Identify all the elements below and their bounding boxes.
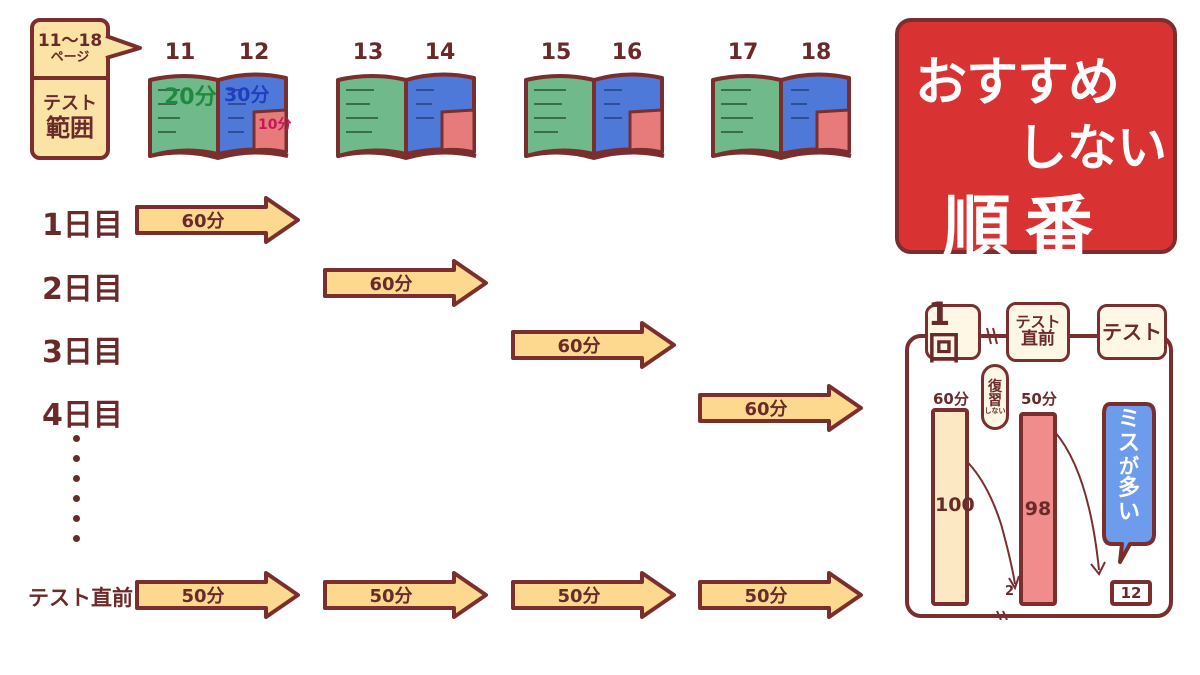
day-label: 1日目 <box>42 208 123 243</box>
page-number: 18 <box>800 40 832 65</box>
page-number: 16 <box>611 40 643 65</box>
time-label: 50分 <box>1021 390 1057 408</box>
study-time-arrow: 60分 <box>697 383 865 433</box>
page-number: 17 <box>727 40 759 65</box>
banner-line: おすすめ <box>915 53 1120 113</box>
ellipsis-dots <box>73 435 81 555</box>
stage-test: テスト <box>1097 304 1167 360</box>
bar-value: 98 <box>1024 498 1052 520</box>
bar-before-test: 98 <box>1019 412 1057 606</box>
banner-line: 順番 <box>943 189 1108 268</box>
page-number: 14 <box>424 40 456 65</box>
speech-tail-icon <box>105 34 142 60</box>
not-recommended-banner: おすすめ しない 順番 <box>895 18 1177 268</box>
study-time-arrow: 60分 <box>510 320 678 370</box>
page-number: 11 <box>164 40 196 65</box>
review-time-arrow: 50分 <box>697 570 865 620</box>
page-number: 12 <box>238 40 270 65</box>
time-label: 10分 <box>258 117 292 133</box>
time-label: 30分 <box>224 84 270 106</box>
review-time-arrow: 50分 <box>134 570 302 620</box>
test-range-pages: 11〜18 ページ <box>34 22 106 80</box>
bar-value: 100 <box>935 494 975 516</box>
day-label: 3日目 <box>42 335 123 370</box>
day-label: 2日目 <box>42 272 123 307</box>
test-range-label: テスト 範囲 <box>43 92 97 142</box>
page-number: 15 <box>540 40 572 65</box>
test-range-box: 11〜18 ページ テスト 範囲 <box>30 18 110 160</box>
banner-line: しない <box>1017 119 1167 177</box>
bar-test-score: 12 <box>1110 580 1152 606</box>
loss-label: 2 <box>1005 584 1015 599</box>
study-time-arrow: 60分 <box>322 258 490 308</box>
speech-balloon-icon <box>1102 402 1156 564</box>
day-label: 4日目 <box>42 398 123 433</box>
textbook-17-18-icon <box>709 68 855 166</box>
retention-panel: 1回 テスト 直前 テスト 復 習 しない 60分 50分 100 98 12 … <box>905 298 1175 620</box>
textbook-13-14-icon <box>334 68 480 166</box>
time-label: 60分 <box>933 390 969 408</box>
textbook-15-16-icon <box>522 68 668 166</box>
before-test-label: テスト直前 <box>28 586 133 610</box>
review-time-arrow: 50分 <box>510 570 678 620</box>
textbook-11-12-icon: 20分 30分 10分 <box>146 68 292 166</box>
bar-first-study: 100 <box>931 408 975 606</box>
stage-first-study: 1回 <box>925 298 981 365</box>
page-number: 13 <box>352 40 384 65</box>
balloon-text: ミ ス が 多 い <box>1117 407 1140 525</box>
study-time-arrow: 60分 <box>134 195 302 245</box>
no-review-note: 復 習 しない <box>981 364 1009 430</box>
stage-before-test: テスト 直前 <box>1006 302 1070 362</box>
time-label: 20分 <box>164 85 217 110</box>
review-time-arrow: 50分 <box>322 570 490 620</box>
